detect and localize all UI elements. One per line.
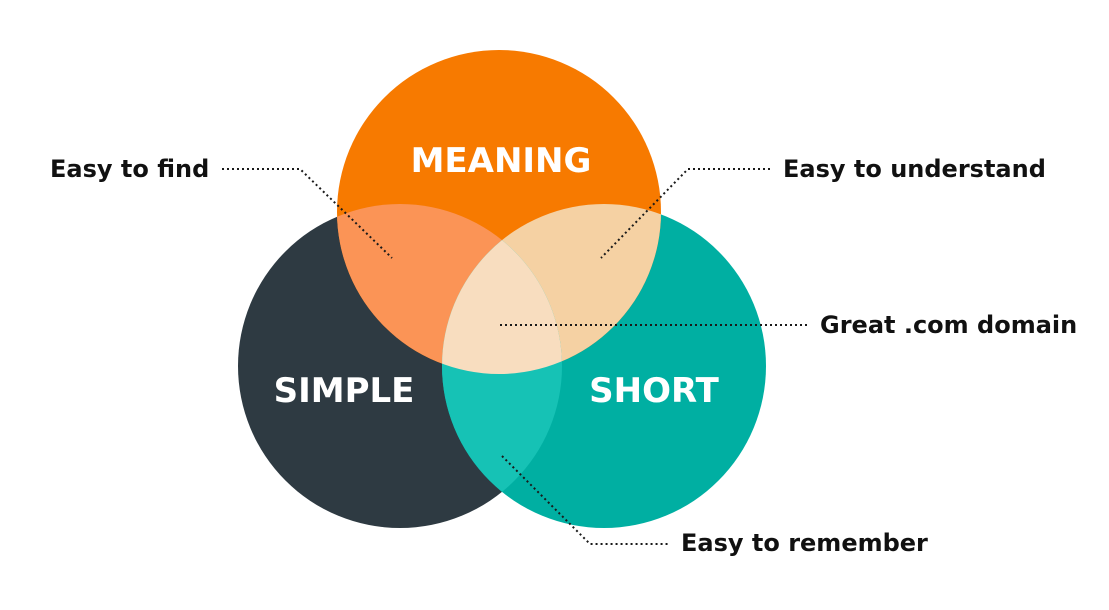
callout-great-domain: Great .com domain <box>820 311 1077 339</box>
meaning-label: MEANING <box>411 141 592 181</box>
callout-easy-to-find: Easy to find <box>50 155 209 183</box>
leader-easy-to-remember <box>501 455 668 545</box>
leader-easy-to-understand <box>600 168 770 259</box>
simple-label: SIMPLE <box>274 371 415 411</box>
callout-easy-to-understand: Easy to understand <box>783 155 1046 183</box>
leader-easy-to-find <box>222 168 393 259</box>
short-label: SHORT <box>589 371 719 411</box>
overlap-all-three <box>442 204 562 374</box>
callout-easy-to-remember: Easy to remember <box>681 529 928 557</box>
